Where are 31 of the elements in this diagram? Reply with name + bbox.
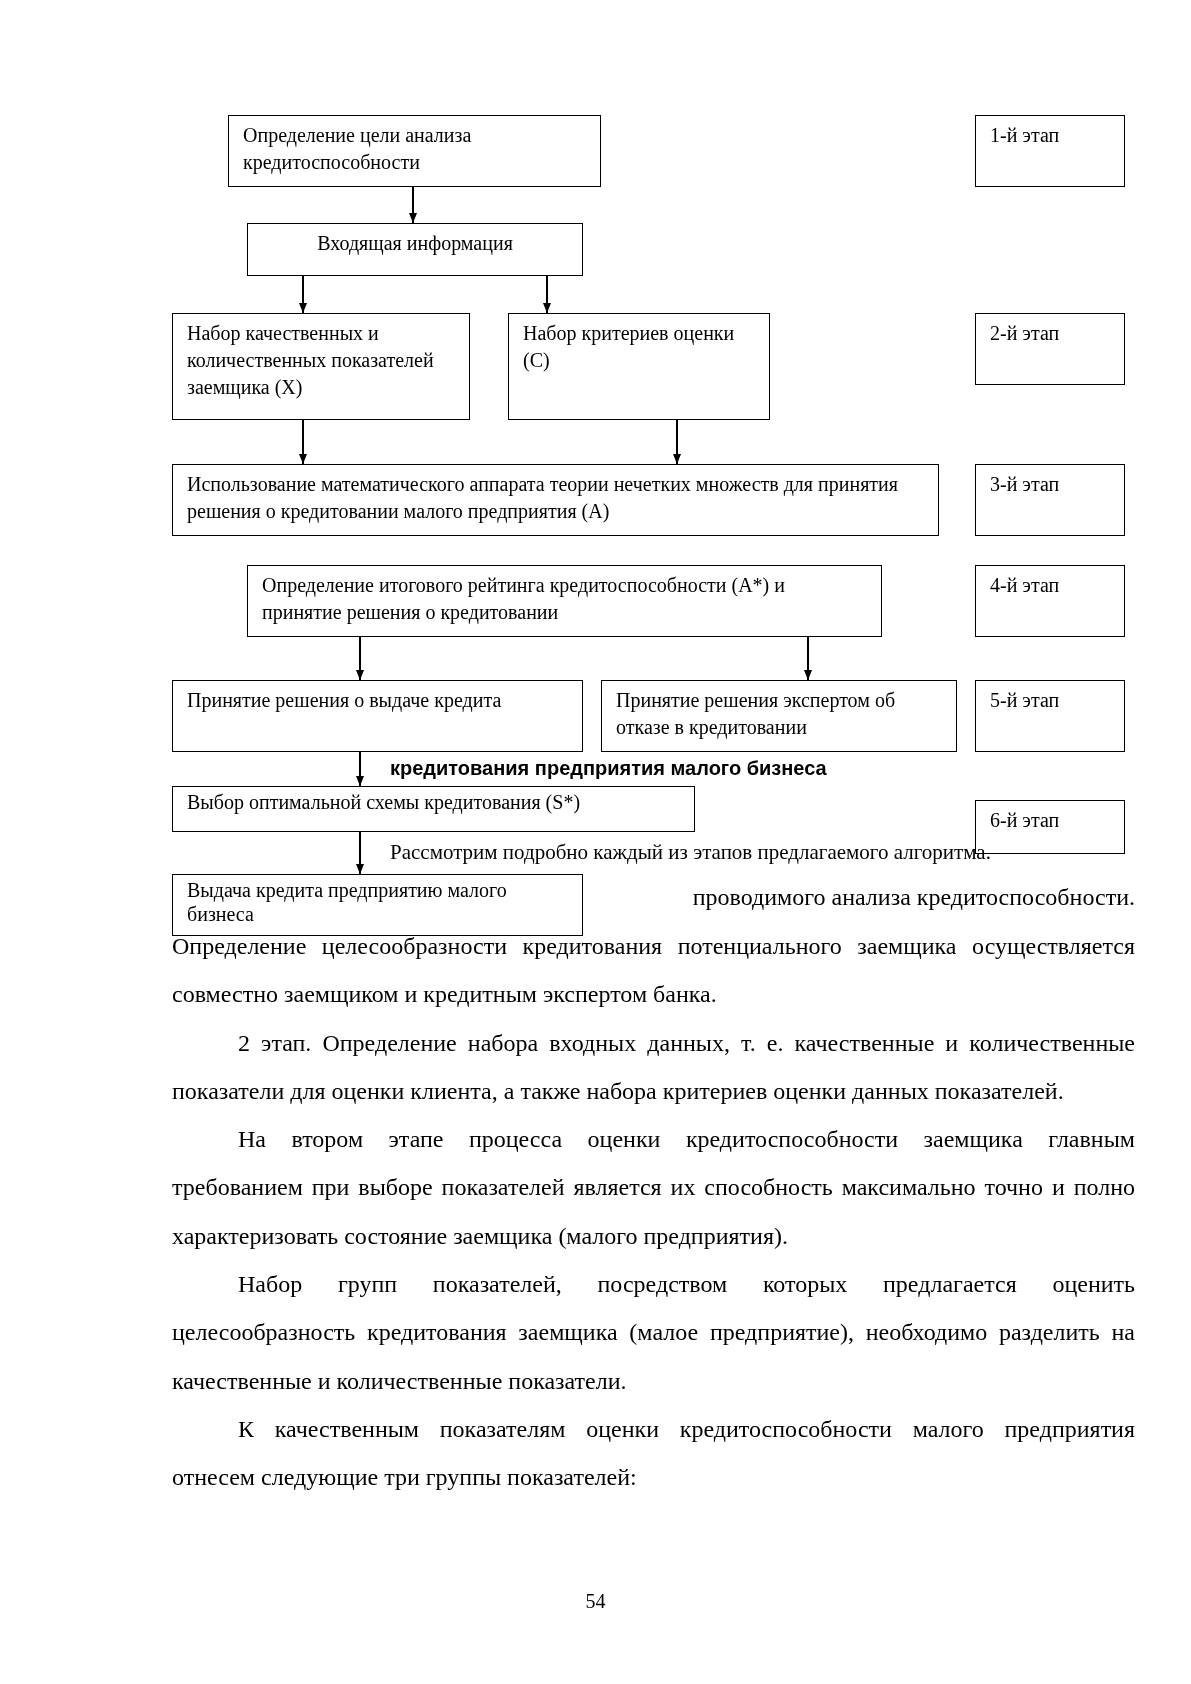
process-box: Определение итогового рейтинга кредитоспособности (A*) и принятие решения о кредитовании (247, 565, 882, 637)
heading-text: кредитования предприятия малого бизнеса (390, 756, 827, 781)
process-box: Набор критериев оценки (C) (508, 313, 770, 420)
arrow (673, 419, 681, 465)
paragraph-text: К качественным показателям оценки кредитоспособности малого предприятия отнесем следующие три группы показателей: (172, 1414, 1135, 1493)
process-box: Использование математического аппарата теории нечетких множеств для принятия решения о кредитовании малого предприятия (A) (172, 464, 939, 536)
paragraph-text: 2 этап. Определение набора входных данных, т. е. качественные и количественные показатели для оценки клиента, а также набора критериев оценки данных показателей. (172, 1028, 1135, 1106)
arrow (299, 275, 307, 314)
stage-box: 1-й этап (975, 115, 1125, 187)
arrow (299, 419, 307, 465)
process-box: Набор качественных и количественных показателей заемщика (X) (172, 313, 470, 420)
stage-box: 5-й этап (975, 680, 1125, 752)
stage-box: 2-й этап (975, 313, 1125, 385)
process-box: Принятие решения экспертом об отказе в кредитовании (601, 680, 957, 752)
process-box: Определение цели анализа кредитоспособности (228, 115, 601, 187)
stage-box: 4-й этап (975, 565, 1125, 637)
paragraph-text: На втором этапе процесса оценки кредитоспособности заемщика главным требованием при выборе показателей является их способность максимально точно и полно характеризовать состояние заемщика (малого предприятия). (172, 1125, 1135, 1251)
arrow (356, 751, 364, 787)
process-box: Выбор оптимальной схемы кредитования (S*) (172, 786, 695, 832)
arrow (409, 186, 417, 224)
process-box: Выдача кредита предприятию малого бизнеса (172, 874, 583, 936)
arrow (356, 636, 364, 681)
process-box: Входящая информация (247, 223, 583, 276)
arrow (356, 831, 364, 875)
page-number: 54 (584, 1589, 607, 1614)
process-box: Принятие решения о выдаче кредита (172, 680, 583, 752)
paragraph-text: Набор групп показателей, посредством которых предлагается оценить целесообразность кредитования заемщика (малое предприятие), необходимо разделить на качественные и количественные показатели. (172, 1270, 1135, 1396)
paragraph-text: проводимого анализа кредитоспособности. (691, 883, 1135, 912)
stage-box: 3-й этап (975, 464, 1125, 536)
arrow (804, 636, 812, 681)
arrow (543, 275, 551, 314)
